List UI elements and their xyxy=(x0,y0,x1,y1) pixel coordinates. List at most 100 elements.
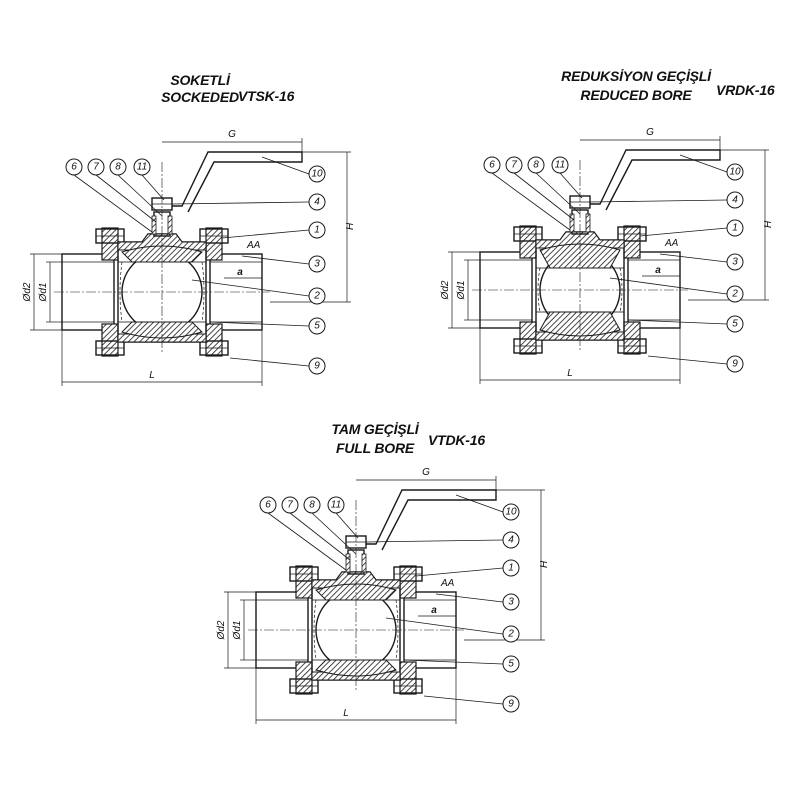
callout-bubble xyxy=(726,315,744,333)
callout-8: 8 xyxy=(115,162,121,173)
leader-line xyxy=(435,593,504,603)
callout-8: 8 xyxy=(533,160,539,171)
title-vtsk-tr: SOKETLİ xyxy=(170,72,230,88)
gland xyxy=(361,553,367,573)
callout-1: 1 xyxy=(508,563,514,574)
leader-line xyxy=(261,156,310,175)
callout-bubble xyxy=(726,253,744,271)
dim-l-label: L xyxy=(567,368,573,379)
flange xyxy=(101,323,119,357)
gland xyxy=(569,213,575,233)
dim-d1-label: Ød1 xyxy=(232,621,243,641)
leader-line xyxy=(209,321,310,327)
callout-bubble xyxy=(308,255,326,273)
callout-bubble xyxy=(308,357,326,375)
leader-line xyxy=(365,539,504,543)
gland xyxy=(345,553,351,573)
callout-6: 6 xyxy=(489,160,495,171)
callout-2: 2 xyxy=(313,291,320,302)
callout-10: 10 xyxy=(729,167,741,178)
leader-line xyxy=(513,172,575,221)
callout-7: 7 xyxy=(287,500,293,511)
callout-bubble xyxy=(502,695,520,713)
leader-line xyxy=(73,174,153,233)
callout-bubble xyxy=(327,496,345,514)
callout-11: 11 xyxy=(331,500,341,511)
title-vtsk-en: SOCKEDED xyxy=(161,89,239,105)
flange xyxy=(623,225,641,259)
title-vtdk-tr: TAM GEÇİŞLİ xyxy=(331,421,419,437)
flange xyxy=(399,565,417,599)
callout-bubble xyxy=(259,496,277,514)
gland xyxy=(585,213,591,233)
callout-5: 5 xyxy=(732,319,738,330)
title-vrdk-en: REDUCED BORE xyxy=(580,87,692,103)
leader-line xyxy=(95,174,157,223)
dim-aa-label: AA xyxy=(440,578,455,589)
flange xyxy=(295,565,313,599)
leader-line xyxy=(267,512,347,571)
flange xyxy=(623,321,641,355)
dim-d2-label: Ød2 xyxy=(216,620,227,640)
callout-bubble xyxy=(726,191,744,209)
callout-3: 3 xyxy=(732,257,738,268)
dim-a-label: a xyxy=(431,605,437,616)
callout-bubble xyxy=(308,221,326,239)
title-vtdk-en: FULL BORE xyxy=(335,440,415,456)
leader-line xyxy=(679,154,728,173)
leader-line xyxy=(415,567,504,577)
callout-bubble xyxy=(502,531,520,549)
dim-h-label: H xyxy=(763,220,774,228)
leader-line xyxy=(289,512,351,561)
callout-bubble xyxy=(303,496,321,514)
callout-bubble xyxy=(87,158,105,176)
leader-line xyxy=(639,227,728,237)
callout-7: 7 xyxy=(93,162,99,173)
dim-g-label: G xyxy=(422,467,430,478)
leader-line xyxy=(385,617,504,635)
code-vrdk: VRDK-16 xyxy=(716,82,775,98)
leader-line xyxy=(229,357,310,367)
leader-line xyxy=(647,355,728,365)
dim-g-label: G xyxy=(228,129,236,140)
callout-bubble xyxy=(308,193,326,211)
callout-bubble xyxy=(109,158,127,176)
callout-9: 9 xyxy=(508,699,514,710)
gland xyxy=(167,215,173,235)
flange xyxy=(519,321,537,355)
dim-d2-label: Ød2 xyxy=(440,280,451,300)
callout-bubble xyxy=(527,156,545,174)
code-vtsk: VTSK-16 xyxy=(238,88,295,104)
leader-line xyxy=(535,172,581,215)
callout-bubble xyxy=(502,503,520,521)
callout-1: 1 xyxy=(314,225,320,236)
callout-9: 9 xyxy=(732,359,738,370)
dim-h-label: H xyxy=(345,222,356,230)
callout-bubble xyxy=(726,163,744,181)
callout-5: 5 xyxy=(508,659,514,670)
callout-3: 3 xyxy=(314,259,320,270)
dim-h-label: H xyxy=(539,560,550,568)
callout-bubble xyxy=(726,285,744,303)
dim-g-label: G xyxy=(646,127,654,138)
dim-d2-label: Ød2 xyxy=(22,282,33,302)
callout-bubble xyxy=(281,496,299,514)
callout-bubble xyxy=(133,158,151,176)
dim-a-label: a xyxy=(655,265,661,276)
callout-bubble xyxy=(308,317,326,335)
leader-line xyxy=(589,199,728,203)
callout-bubble xyxy=(502,655,520,673)
callout-bubble xyxy=(308,287,326,305)
dim-a-label: a xyxy=(237,267,243,278)
flange xyxy=(205,227,223,261)
callout-11: 11 xyxy=(137,162,147,173)
leader-line xyxy=(311,512,357,555)
dim-d1-label: Ød1 xyxy=(38,283,49,303)
callout-11: 11 xyxy=(555,160,565,171)
dim-d1-label: Ød1 xyxy=(456,281,467,301)
dim-aa-label: AA xyxy=(246,240,261,251)
title-vrdk-tr: REDUKSİYON GEÇİŞLİ xyxy=(561,68,711,84)
